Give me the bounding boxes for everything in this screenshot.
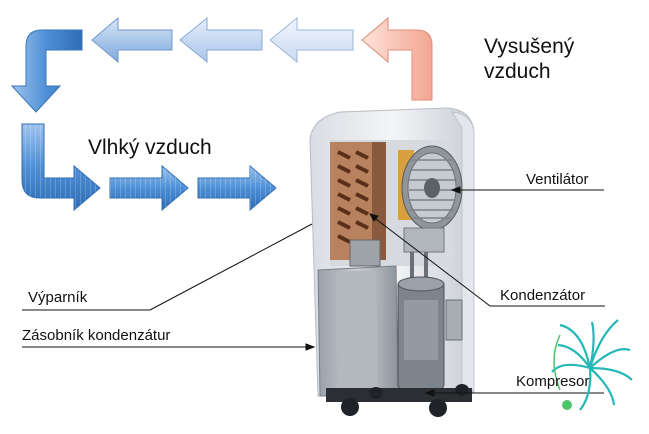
dry-air-label-line2: vzduch [484, 60, 551, 83]
compressor [397, 276, 463, 391]
airflow-arrow [91, 16, 173, 64]
evaporator-label: Výparník [28, 289, 88, 306]
condensate-tank [317, 265, 399, 397]
fan-label: Ventilátor [526, 171, 589, 188]
humid-air-arrows [21, 123, 277, 212]
tank-label: Zásobník kondenzátur [22, 327, 171, 344]
spiral-logo [551, 319, 633, 411]
dry-air-label-line1: Vysušený [484, 35, 575, 58]
dry-air-arrows [10, 16, 433, 113]
dehumidifier-cutaway [309, 107, 475, 417]
humid-air-label: Vlhký vzduch [88, 136, 212, 159]
fan [398, 145, 463, 231]
leader-lines [22, 186, 605, 397]
airflow-arrow [179, 16, 263, 64]
airflow-arrow [10, 29, 83, 113]
compressor-label: Kompresor [516, 373, 590, 390]
airflow-arrow [361, 16, 433, 101]
airflow-arrow [269, 16, 354, 64]
condenser-label: Kondenzátor [500, 287, 586, 304]
